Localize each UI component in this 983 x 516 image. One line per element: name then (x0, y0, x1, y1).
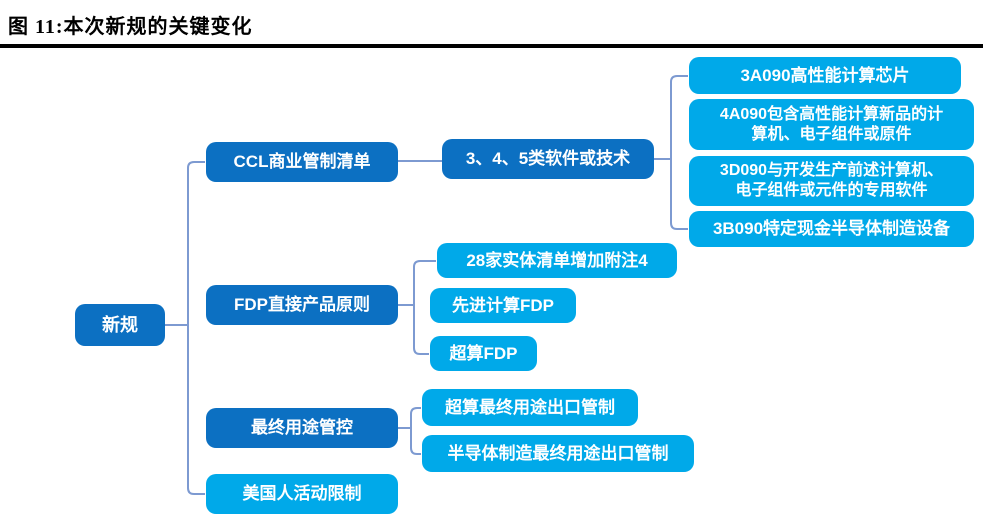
bracket-enduse-leaves (410, 407, 421, 455)
node-3d090: 3D090与开发生产前述计算机、电子组件或元件的专用软件 (689, 156, 974, 206)
node-4a090: 4A090包含高性能计算新品的计算机、电子组件或原件 (689, 99, 974, 150)
node-fdp-rule: FDP直接产品原则 (206, 285, 398, 325)
bracket-fdp-leaves (413, 260, 436, 355)
node-us-person-limit: 美国人活动限制 (206, 474, 398, 514)
bracket-root-branches (187, 161, 205, 495)
node-3b090: 3B090特定现金半导体制造设备 (689, 211, 974, 247)
node-enduse-control: 最终用途管控 (206, 408, 398, 448)
node-semi-manufacturing-enduse: 半导体制造最终用途出口管制 (422, 435, 694, 472)
node-28-entities: 28家实体清单增加附注4 (437, 243, 677, 278)
node-adv-computing-fdp: 先进计算FDP (430, 288, 576, 323)
node-supercomputer-fdp: 超算FDP (430, 336, 537, 371)
node-supercomputer-enduse: 超算最终用途出口管制 (422, 389, 638, 426)
title-rule (0, 44, 983, 48)
node-3a090: 3A090高性能计算芯片 (689, 57, 961, 94)
node-new-rules: 新规 (75, 304, 165, 346)
node-ccl-list: CCL商业管制清单 (206, 142, 398, 182)
bracket-software-leaves (670, 75, 688, 230)
node-software-345: 3、4、5类软件或技术 (442, 139, 654, 179)
figure-title: 图 11:本次新规的关键变化 (8, 16, 253, 38)
